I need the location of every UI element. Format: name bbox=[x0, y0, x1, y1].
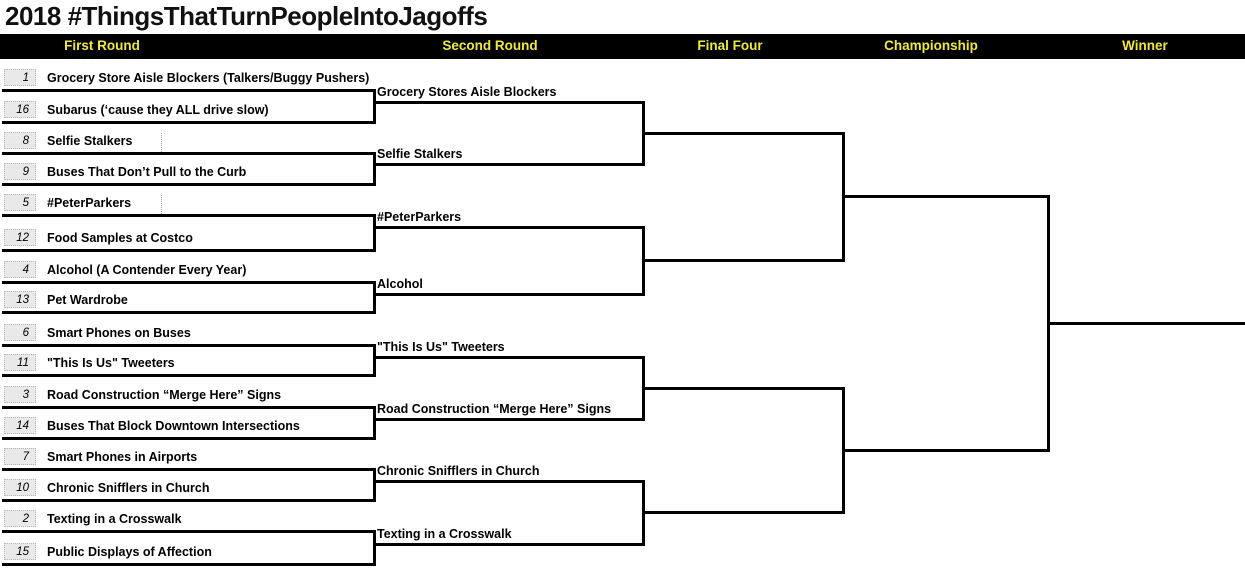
bracket-line bbox=[642, 259, 845, 262]
seed-number: 11 bbox=[4, 354, 36, 371]
entry-name: Food Samples at Costco bbox=[47, 231, 193, 245]
entry-name: Chronic Snifflers in Church bbox=[47, 481, 210, 495]
bracket-line bbox=[642, 387, 845, 390]
seed-number: 10 bbox=[4, 479, 36, 496]
second-round-entry: "This Is Us" Tweeters bbox=[377, 340, 505, 354]
page-title: 2018 #ThingsThatTurnPeopleIntoJagoffs bbox=[5, 1, 488, 31]
header-final-four: Final Four bbox=[697, 38, 763, 53]
bracket-line bbox=[373, 344, 376, 377]
bracket-line bbox=[2, 374, 376, 377]
bracket-line bbox=[2, 344, 376, 347]
bracket-line bbox=[2, 563, 376, 566]
second-round-entry: Texting in a Crosswalk bbox=[377, 527, 512, 541]
bracket-line bbox=[373, 226, 645, 229]
bracket-line bbox=[2, 437, 376, 440]
second-round-entry: Chronic Snifflers in Church bbox=[377, 464, 540, 478]
bracket-line bbox=[373, 152, 376, 186]
gridline-remnant bbox=[161, 195, 162, 214]
seed-number: 1 bbox=[4, 69, 36, 86]
seed-number: 9 bbox=[4, 163, 36, 180]
bracket-line bbox=[2, 249, 376, 252]
bracket-line bbox=[2, 530, 376, 533]
seed-number: 16 bbox=[4, 101, 36, 118]
entry-name: Texting in a Crosswalk bbox=[47, 512, 182, 526]
bracket-line bbox=[373, 356, 645, 359]
header-winner: Winner bbox=[1122, 38, 1168, 53]
bracket-line bbox=[2, 281, 376, 284]
bracket-line bbox=[373, 281, 376, 314]
bracket-line bbox=[373, 418, 645, 421]
second-round-entry: #PeterParkers bbox=[377, 210, 462, 224]
bracket-line bbox=[373, 293, 645, 296]
seed-number: 14 bbox=[4, 417, 36, 434]
second-round-entry: Selfie Stalkers bbox=[377, 147, 463, 161]
round-header-bar: First Round Second Round Final Four Cham… bbox=[0, 34, 1245, 59]
seed-number: 7 bbox=[4, 448, 36, 465]
seed-number: 4 bbox=[4, 261, 36, 278]
bracket-line bbox=[373, 89, 376, 124]
bracket-line bbox=[373, 543, 645, 546]
bracket-line bbox=[2, 214, 376, 217]
entry-name: Road Construction “Merge Here” Signs bbox=[47, 388, 282, 402]
entry-name: Pet Wardrobe bbox=[47, 293, 128, 307]
bracket-line bbox=[2, 152, 376, 155]
seed-number: 13 bbox=[4, 291, 36, 308]
seed-number: 5 bbox=[4, 194, 36, 211]
seed-number: 12 bbox=[4, 229, 36, 246]
bracket-line bbox=[842, 449, 1050, 452]
bracket-line bbox=[2, 89, 376, 92]
bracket-line bbox=[642, 132, 845, 135]
entry-name: Buses That Don’t Pull to the Curb bbox=[47, 165, 247, 179]
entry-name: #PeterParkers bbox=[47, 196, 132, 210]
bracket-line bbox=[2, 468, 376, 471]
bracket-line bbox=[2, 406, 376, 409]
bracket-line bbox=[373, 214, 376, 252]
entry-name: Subarus (‘cause they ALL drive slow) bbox=[47, 103, 269, 117]
seed-number: 8 bbox=[4, 132, 36, 149]
bracket-line bbox=[642, 511, 845, 514]
second-round-entry: Road Construction “Merge Here” Signs bbox=[377, 402, 612, 416]
entry-name: "This Is Us" Tweeters bbox=[47, 356, 175, 370]
header-second-round: Second Round bbox=[442, 38, 538, 53]
gridline-remnant bbox=[161, 133, 162, 152]
entry-name: Smart Phones in Airports bbox=[47, 450, 198, 464]
bracket-line bbox=[2, 311, 376, 314]
entry-name: Public Displays of Affection bbox=[47, 545, 212, 559]
bracket-line bbox=[842, 195, 1050, 198]
winner-line bbox=[1047, 322, 1245, 325]
entry-name: Alcohol (A Contender Every Year) bbox=[47, 263, 247, 277]
second-round-entry: Grocery Stores Aisle Blockers bbox=[377, 85, 557, 99]
bracket-line bbox=[373, 468, 376, 502]
header-first-round: First Round bbox=[64, 38, 140, 53]
bracket-line bbox=[373, 163, 645, 166]
entry-name: Grocery Store Aisle Blockers (Talkers/Bu… bbox=[47, 71, 370, 85]
bracket-line bbox=[2, 499, 376, 502]
bracket-line bbox=[2, 121, 376, 124]
entry-name: Selfie Stalkers bbox=[47, 134, 133, 148]
bracket-line bbox=[373, 480, 645, 483]
seed-number: 3 bbox=[4, 386, 36, 403]
entry-name: Buses That Block Downtown Intersections bbox=[47, 419, 300, 433]
seed-number: 2 bbox=[4, 510, 36, 527]
header-championship: Championship bbox=[884, 38, 978, 53]
seed-number: 15 bbox=[4, 543, 36, 560]
bracket-line bbox=[373, 406, 376, 440]
entry-name: Smart Phones on Buses bbox=[47, 326, 191, 340]
bracket-line bbox=[2, 183, 376, 186]
bracket-line bbox=[373, 530, 376, 566]
second-round-entry: Alcohol bbox=[377, 277, 423, 291]
seed-number: 6 bbox=[4, 324, 36, 341]
bracket-line bbox=[373, 101, 645, 104]
